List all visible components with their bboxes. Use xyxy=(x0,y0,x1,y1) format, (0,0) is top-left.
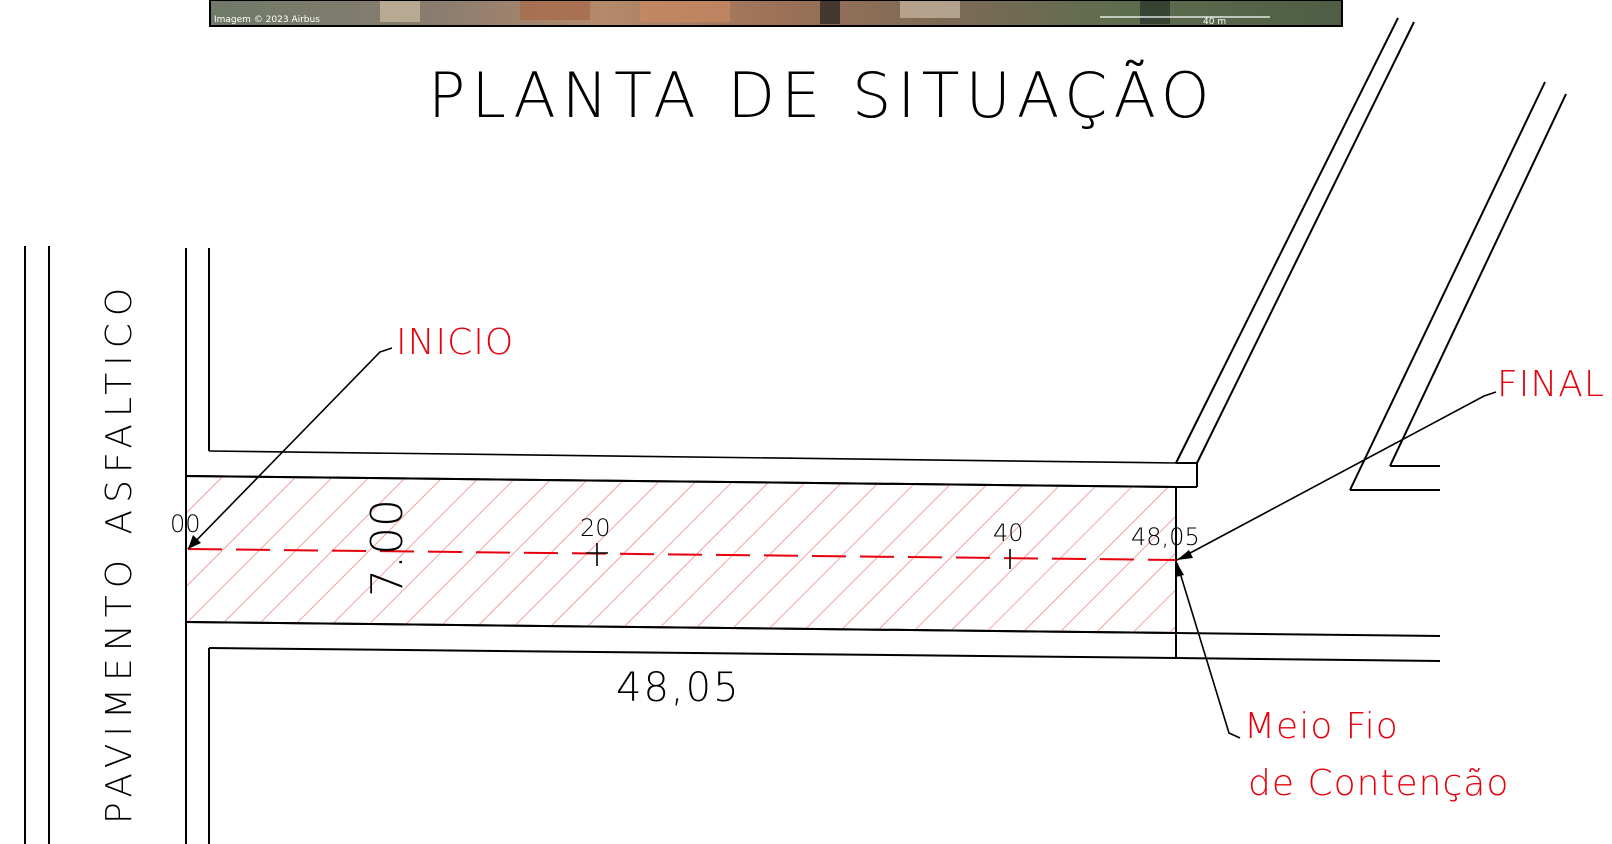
length-dimension: 48,05 xyxy=(616,665,741,711)
centerline xyxy=(187,548,1177,561)
curb-leader xyxy=(1176,562,1241,739)
start-callout: INICIO xyxy=(396,322,514,363)
photo-scale: 40 m xyxy=(1203,17,1226,27)
station-40: 40 xyxy=(993,519,1024,547)
station-ticks xyxy=(586,543,1011,569)
road-label: PAVIMENTO ASFALTICO xyxy=(99,281,140,824)
aerial-photo: Imagem © 2023 Airbus 40 m xyxy=(209,0,1343,27)
width-dimension: 7.00 xyxy=(362,499,413,597)
station-00: 00 xyxy=(170,510,201,538)
station-20: 20 xyxy=(580,514,611,542)
curb-callout-line1: Meio Fio xyxy=(1244,706,1399,747)
start-leader xyxy=(187,347,393,550)
end-leader xyxy=(1176,391,1497,561)
photo-credit: Imagem © 2023 Airbus xyxy=(214,15,320,25)
end-callout: FINAL xyxy=(1497,364,1605,405)
curb-callout-line2: de Contenção xyxy=(1248,763,1509,804)
station-end: 48,05 xyxy=(1131,523,1200,551)
drawing-title: PLANTA DE SITUAÇÃO xyxy=(428,59,1216,132)
